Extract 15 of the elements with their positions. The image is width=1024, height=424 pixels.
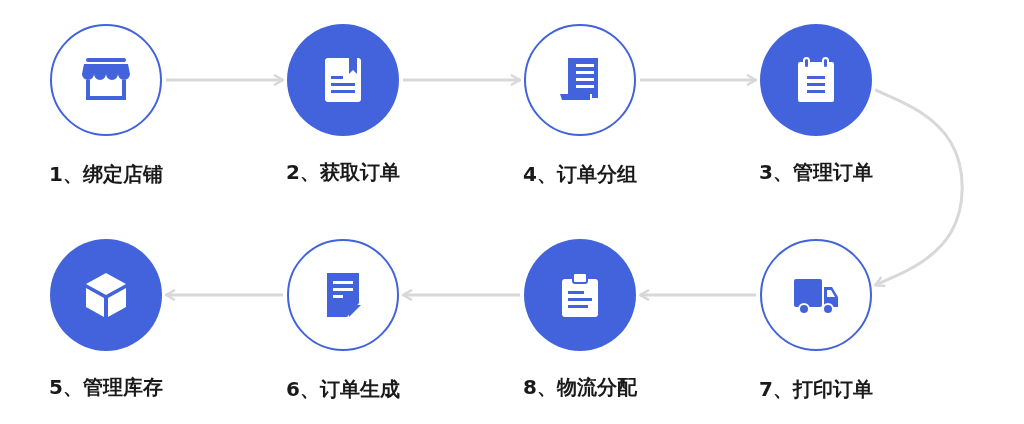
- step-label: 7、打印订单: [759, 377, 873, 401]
- arrow: [401, 288, 520, 302]
- arrow: [403, 73, 522, 87]
- step-label: 8、物流分配: [523, 375, 637, 399]
- arrow: [638, 288, 756, 302]
- step-label: 6、订单生成: [286, 377, 400, 401]
- step-label: 5、管理库存: [49, 375, 163, 399]
- step-label: 2、获取订单: [286, 160, 400, 184]
- arrow: [640, 73, 758, 87]
- step-label: 3、管理订单: [759, 160, 873, 184]
- step-label: 1、绑定店铺: [49, 162, 163, 186]
- arrow: [164, 288, 283, 302]
- arrow: [166, 73, 285, 87]
- arrow: [873, 88, 964, 288]
- step-label: 4、订单分组: [523, 162, 637, 186]
